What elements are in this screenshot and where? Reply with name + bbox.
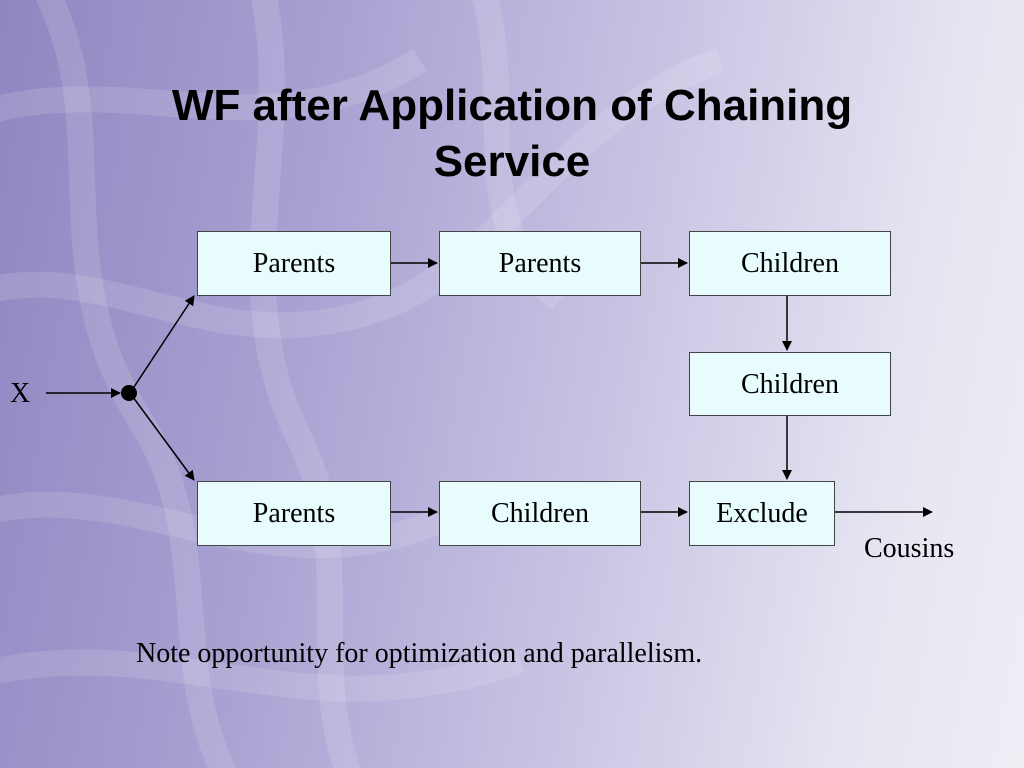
arrow-split-to-top1 — [129, 295, 195, 394]
node-children-bot-2: Children — [439, 481, 641, 546]
output-label-cousins: Cousins — [864, 533, 955, 564]
input-label-x: X — [10, 378, 31, 409]
title-line-2: Service — [433, 137, 591, 186]
node-children-top-3: Children — [689, 231, 891, 296]
title-line-1: WF after Application of Chaining — [171, 81, 853, 130]
node-parents-bot-1: Parents — [197, 481, 391, 546]
node-exclude-bot-3: Exclude — [689, 481, 835, 546]
node-parents-top-2: Parents — [439, 231, 641, 296]
slide-title: WF after Application of Chaining Service — [0, 78, 1024, 190]
split-node — [121, 385, 137, 401]
slide-note: Note opportunity for optimization and pa… — [136, 638, 703, 669]
node-children-mid-3: Children — [689, 352, 891, 416]
node-parents-top-1: Parents — [197, 231, 391, 296]
arrow-split-to-bot1 — [129, 392, 195, 481]
